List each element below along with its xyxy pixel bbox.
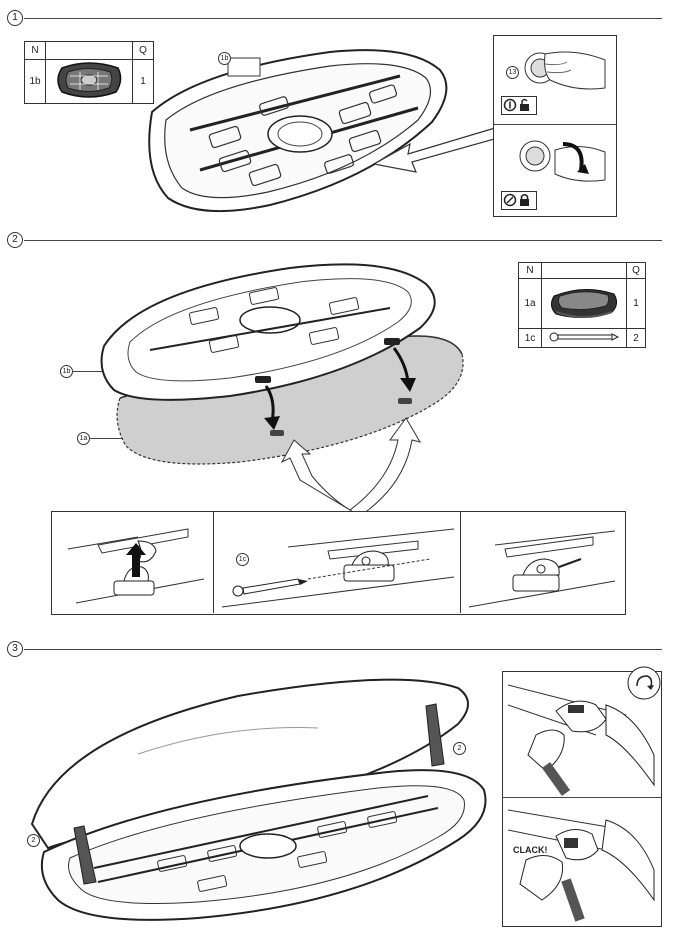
hinge-step-a-icon (67, 528, 205, 604)
step-3-divider (24, 649, 662, 650)
parts-table-step-2: N Q 1a 1 1c 2 (518, 262, 646, 348)
parts-table-cell-q: 1 (132, 59, 154, 104)
pin-thumbnail-icon (549, 332, 620, 341)
step-2-divider (24, 240, 662, 241)
callout-2-right: 2 (453, 742, 466, 755)
leader-line (72, 371, 102, 372)
parts-table-header-image (45, 41, 133, 60)
callout-2-left: 2 (27, 834, 40, 847)
inset-divider (493, 124, 616, 125)
parts-table-header-n: N (518, 262, 542, 279)
step-1-divider (24, 18, 662, 19)
parts-table-cell-n: 1b (24, 59, 46, 104)
callout-1b-top: 1b (218, 52, 231, 65)
large-arrow-icon (372, 127, 499, 173)
callout-1b-mid: 1b (60, 365, 73, 378)
part-1c-image (541, 328, 627, 348)
lid-onto-base-illustration (100, 263, 464, 465)
strut-lock-hand-icon (507, 809, 655, 922)
strut-unlock-hand-icon (507, 684, 655, 796)
step-3-number: 3 (7, 641, 23, 657)
clack-sound-label: CLACK! (513, 845, 548, 855)
step-1-number: 1 (7, 10, 23, 26)
roof-box-lid-illustration (148, 49, 448, 213)
open-lock-icon (503, 98, 529, 112)
base-thumbnail-icon (550, 289, 618, 318)
leader-line (89, 438, 123, 439)
parts-table-cell-q: 1 (626, 278, 646, 329)
step-2-number: 2 (7, 232, 23, 248)
inset-divider (502, 797, 661, 798)
inset-divider (213, 511, 214, 613)
hand-with-key-lock-icon (519, 140, 606, 182)
callout-1a: 1a (77, 432, 90, 445)
parts-table-cell-q: 2 (626, 328, 646, 348)
hinge-assembly-inset (51, 511, 626, 615)
parts-table-header-n: N (24, 41, 46, 60)
parts-table-header-q: Q (626, 262, 646, 279)
parts-table-header-image (541, 262, 627, 279)
inset-divider (460, 511, 461, 613)
callout-1c: 1c (236, 553, 249, 566)
closed-lock-icon (503, 193, 529, 207)
parts-table-cell-n: 1c (518, 328, 542, 348)
lid-thumbnail-icon (57, 62, 122, 98)
rotate-arrow-icon (627, 666, 661, 700)
hand-with-key-unlock-icon (524, 51, 606, 90)
parts-table-step-1: N Q 1b 1 (24, 41, 154, 104)
part-1b-image (45, 59, 133, 104)
part-1a-image (541, 278, 627, 329)
callout-13: 13 (506, 66, 519, 79)
hinge-step-c-icon (468, 530, 616, 608)
hinge-step-b-icon (221, 528, 455, 608)
parts-table-cell-n: 1a (518, 278, 542, 329)
hollow-arrows-icon (280, 417, 422, 517)
open-roof-box-illustration (30, 678, 487, 921)
